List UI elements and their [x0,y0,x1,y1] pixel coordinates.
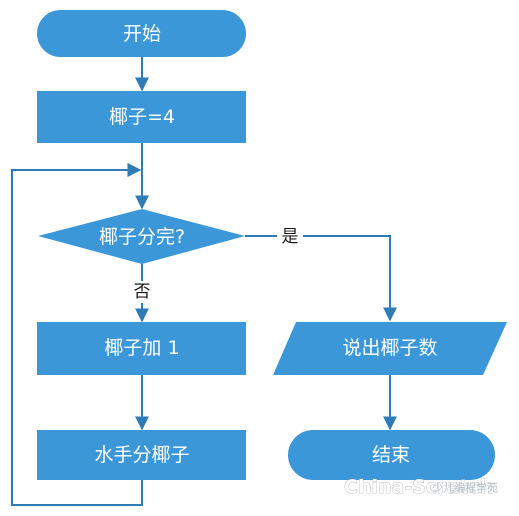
edge-label-no: 否 [134,282,151,302]
start-terminator [37,10,246,57]
node-decision: 椰子分完? [38,209,245,264]
no-label-bg [130,281,154,303]
add-label: 椰子加 1 [104,337,179,359]
edge-loop-back [11,163,143,506]
start-label: 开始 [123,23,161,45]
edge-decision-yes [245,235,397,322]
node-init: 椰子=4 [37,91,246,143]
node-add: 椰子加 1 [37,322,246,375]
decision-diamond [38,209,245,264]
watermark-sub: 少儿编程学苑 [432,481,498,495]
output-parallelogram [273,322,507,375]
decision-label: 椰子分完? [99,226,185,248]
init-process-box [37,91,246,143]
node-end: 结束 [288,430,495,480]
yes-label-bg [277,226,303,248]
output-label: 说出椰子数 [342,337,437,359]
node-output: 说出椰子数 [273,322,507,375]
node-start: 开始 [37,10,246,57]
end-terminator [288,430,495,480]
end-label: 结束 [372,444,410,466]
sailor-label: 水手分椰子 [94,444,189,466]
sailor-process-box [37,430,246,480]
watermark-brand: China-Scratch [344,476,493,498]
node-sailor: 水手分椰子 [37,430,246,480]
edge-label-yes: 是 [282,227,299,247]
watermark: China-Scratch 少儿编程学苑 [344,476,498,499]
init-label: 椰子=4 [109,106,175,128]
add-process-box [37,322,246,375]
